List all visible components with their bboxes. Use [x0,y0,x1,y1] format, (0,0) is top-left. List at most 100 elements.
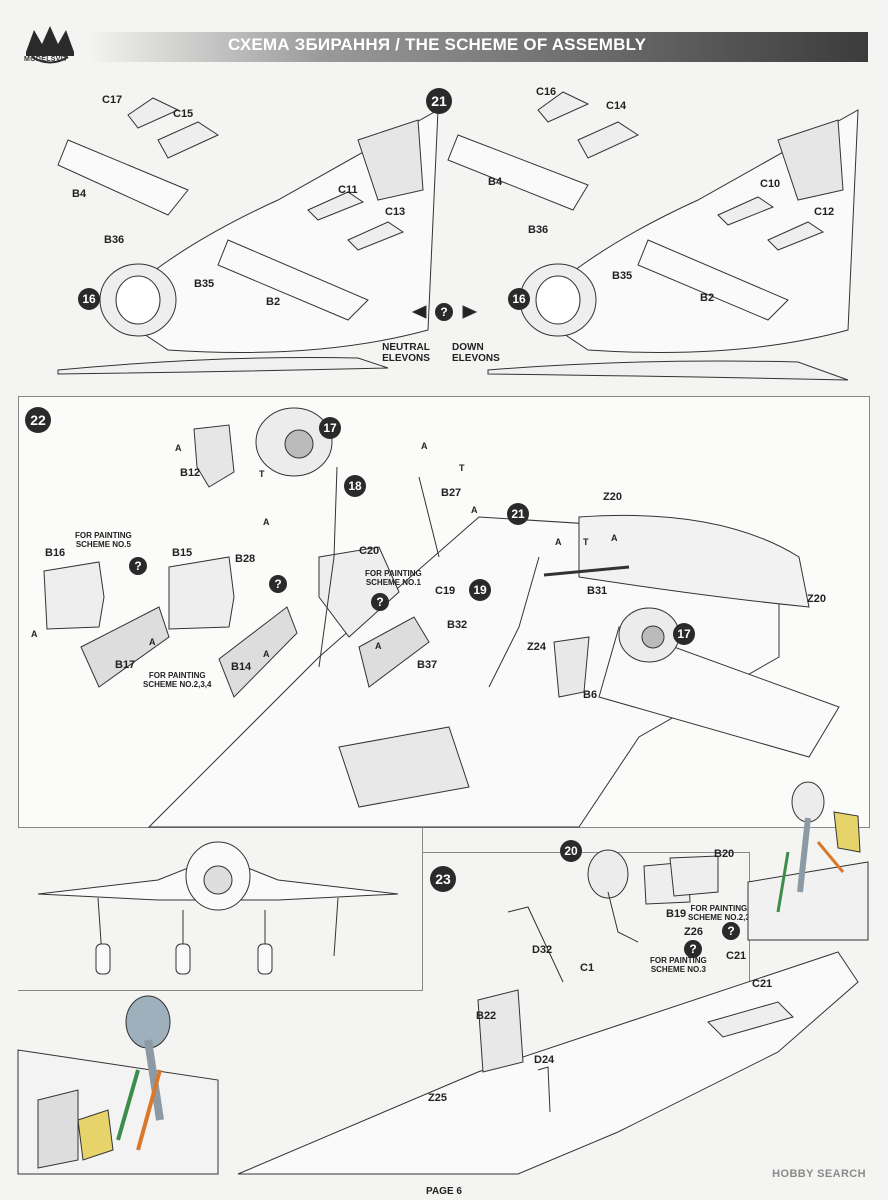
part-label: B31 [587,585,608,597]
part-label: C21 [752,978,773,990]
down-elevons-label: DOWN ELEVONS [452,342,500,364]
step-21-drawing [57,91,859,381]
step-22-panel: 22 B12 B16 B15 B17 B14 B28 C20 C19 B27 Z… [18,396,870,828]
part-label: Z26 [684,926,703,938]
front-view-panel [18,826,423,991]
part-label: B35 [612,270,633,282]
step-23-body: 23 20 B20 B19 D32 C1 Z26 C21 C21 B22 D24… [218,840,868,1175]
part-label: C12 [814,206,835,218]
question-icon: ? [371,593,389,611]
part-label: C15 [173,108,194,120]
part-label: B6 [583,689,598,701]
paint-code: T [259,469,265,479]
paint-code: A [555,537,562,547]
ref-badge-17: 17 [673,623,695,645]
part-label: B27 [441,487,462,499]
part-label: C1 [580,962,595,974]
question-icon: ? [129,557,147,575]
ref-badge-17: 17 [319,417,341,439]
part-label: C19 [435,585,456,597]
part-label: B36 [528,224,549,236]
part-label: C10 [760,178,781,190]
step-22-badge: 22 [25,407,51,433]
part-label: B22 [476,1010,497,1022]
part-label: B20 [714,848,735,860]
part-label: Z20 [807,593,826,605]
step-21-panel: 21 C17 C15 B4 C11 C13 B36 B35 B2 C16 C14… [18,80,868,392]
paint-code: A [263,517,270,527]
part-label: C20 [359,545,380,557]
question-icon: ? [684,940,702,958]
paint-code: A [263,649,270,659]
part-label: Z24 [527,641,546,653]
paint-code: T [459,463,465,473]
main-gear-detail-drawing [747,781,869,941]
part-label: C13 [385,206,406,218]
part-label: B12 [180,467,201,479]
part-label: D32 [532,944,553,956]
header-bar [88,32,868,62]
paint-code: A [421,441,428,451]
ref-badge-16: 16 [508,288,530,310]
painting-scheme-note: FOR PAINTING SCHEME NO.2,3,4 [143,671,212,689]
modelsvit-logo: MODELSVIT [18,26,82,70]
step-23-drawing [237,849,859,1175]
ref-badge-16: 16 [78,288,100,310]
page-header: MODELSVIT СХЕМА ЗБИРАННЯ / THE SCHEME OF… [18,26,868,70]
part-label: Z20 [603,491,622,503]
part-label: B4 [488,176,503,188]
question-icon: ? [722,922,740,940]
page-number: PAGE 6 [426,1186,462,1197]
ref-badge-21: 21 [507,503,529,525]
part-label: B19 [666,908,687,920]
logo-emblem-icon [26,26,74,64]
question-icon: ? [435,303,453,321]
part-label: C14 [606,100,627,112]
part-label: B35 [194,278,215,290]
front-view-drawing [37,841,399,975]
nose-gear-detail-panel [17,990,222,1175]
step-22-drawing [43,407,840,828]
watermark: HOBBY SEARCH [772,1168,866,1180]
painting-scheme-note: FOR PAINTING SCHEME NO.5 [75,531,132,549]
paint-code: A [611,533,618,543]
paint-code: T [583,537,589,547]
logo-text: MODELSVIT [24,56,68,63]
ref-badge-19: 19 [469,579,491,601]
main-gear-detail-panel [747,772,869,941]
part-label: B15 [172,547,193,559]
question-icon: ? [269,575,287,593]
nose-gear-detail-drawing [17,995,219,1175]
paint-code: A [375,641,382,651]
part-label: B28 [235,553,256,565]
part-label: B32 [447,619,468,631]
part-label: C17 [102,94,123,106]
painting-scheme-note: FOR PAINTING SCHEME NO.1 [365,569,422,587]
part-label: C21 [726,950,747,962]
paint-code: A [471,505,478,515]
page-title: СХЕМА ЗБИРАННЯ / THE SCHEME OF ASSEMBLY [228,35,647,54]
part-label: B4 [72,188,87,200]
part-label: B37 [417,659,438,671]
paint-code: A [31,629,38,639]
part-label: B14 [231,661,252,673]
part-label: C16 [536,86,557,98]
paint-code: A [175,443,182,453]
part-label: B16 [45,547,66,559]
paint-code: A [149,637,156,647]
ref-badge-20: 20 [560,840,582,862]
part-label: C11 [338,184,358,196]
step-23-badge: 23 [430,866,456,892]
painting-scheme-note: FOR PAINTING SCHEME NO.2,3 [688,904,750,922]
part-label: B36 [104,234,125,246]
part-label: Z25 [428,1092,447,1104]
part-label: B2 [266,296,281,308]
neutral-elevons-label: NEUTRAL ELEVONS [382,342,430,364]
part-label: B17 [115,659,136,671]
step-21-badge: 21 [426,88,452,114]
part-label: B2 [700,292,715,304]
painting-scheme-note: FOR PAINTING SCHEME NO.3 [650,956,707,974]
part-label: D24 [534,1054,555,1066]
ref-badge-18: 18 [344,475,366,497]
